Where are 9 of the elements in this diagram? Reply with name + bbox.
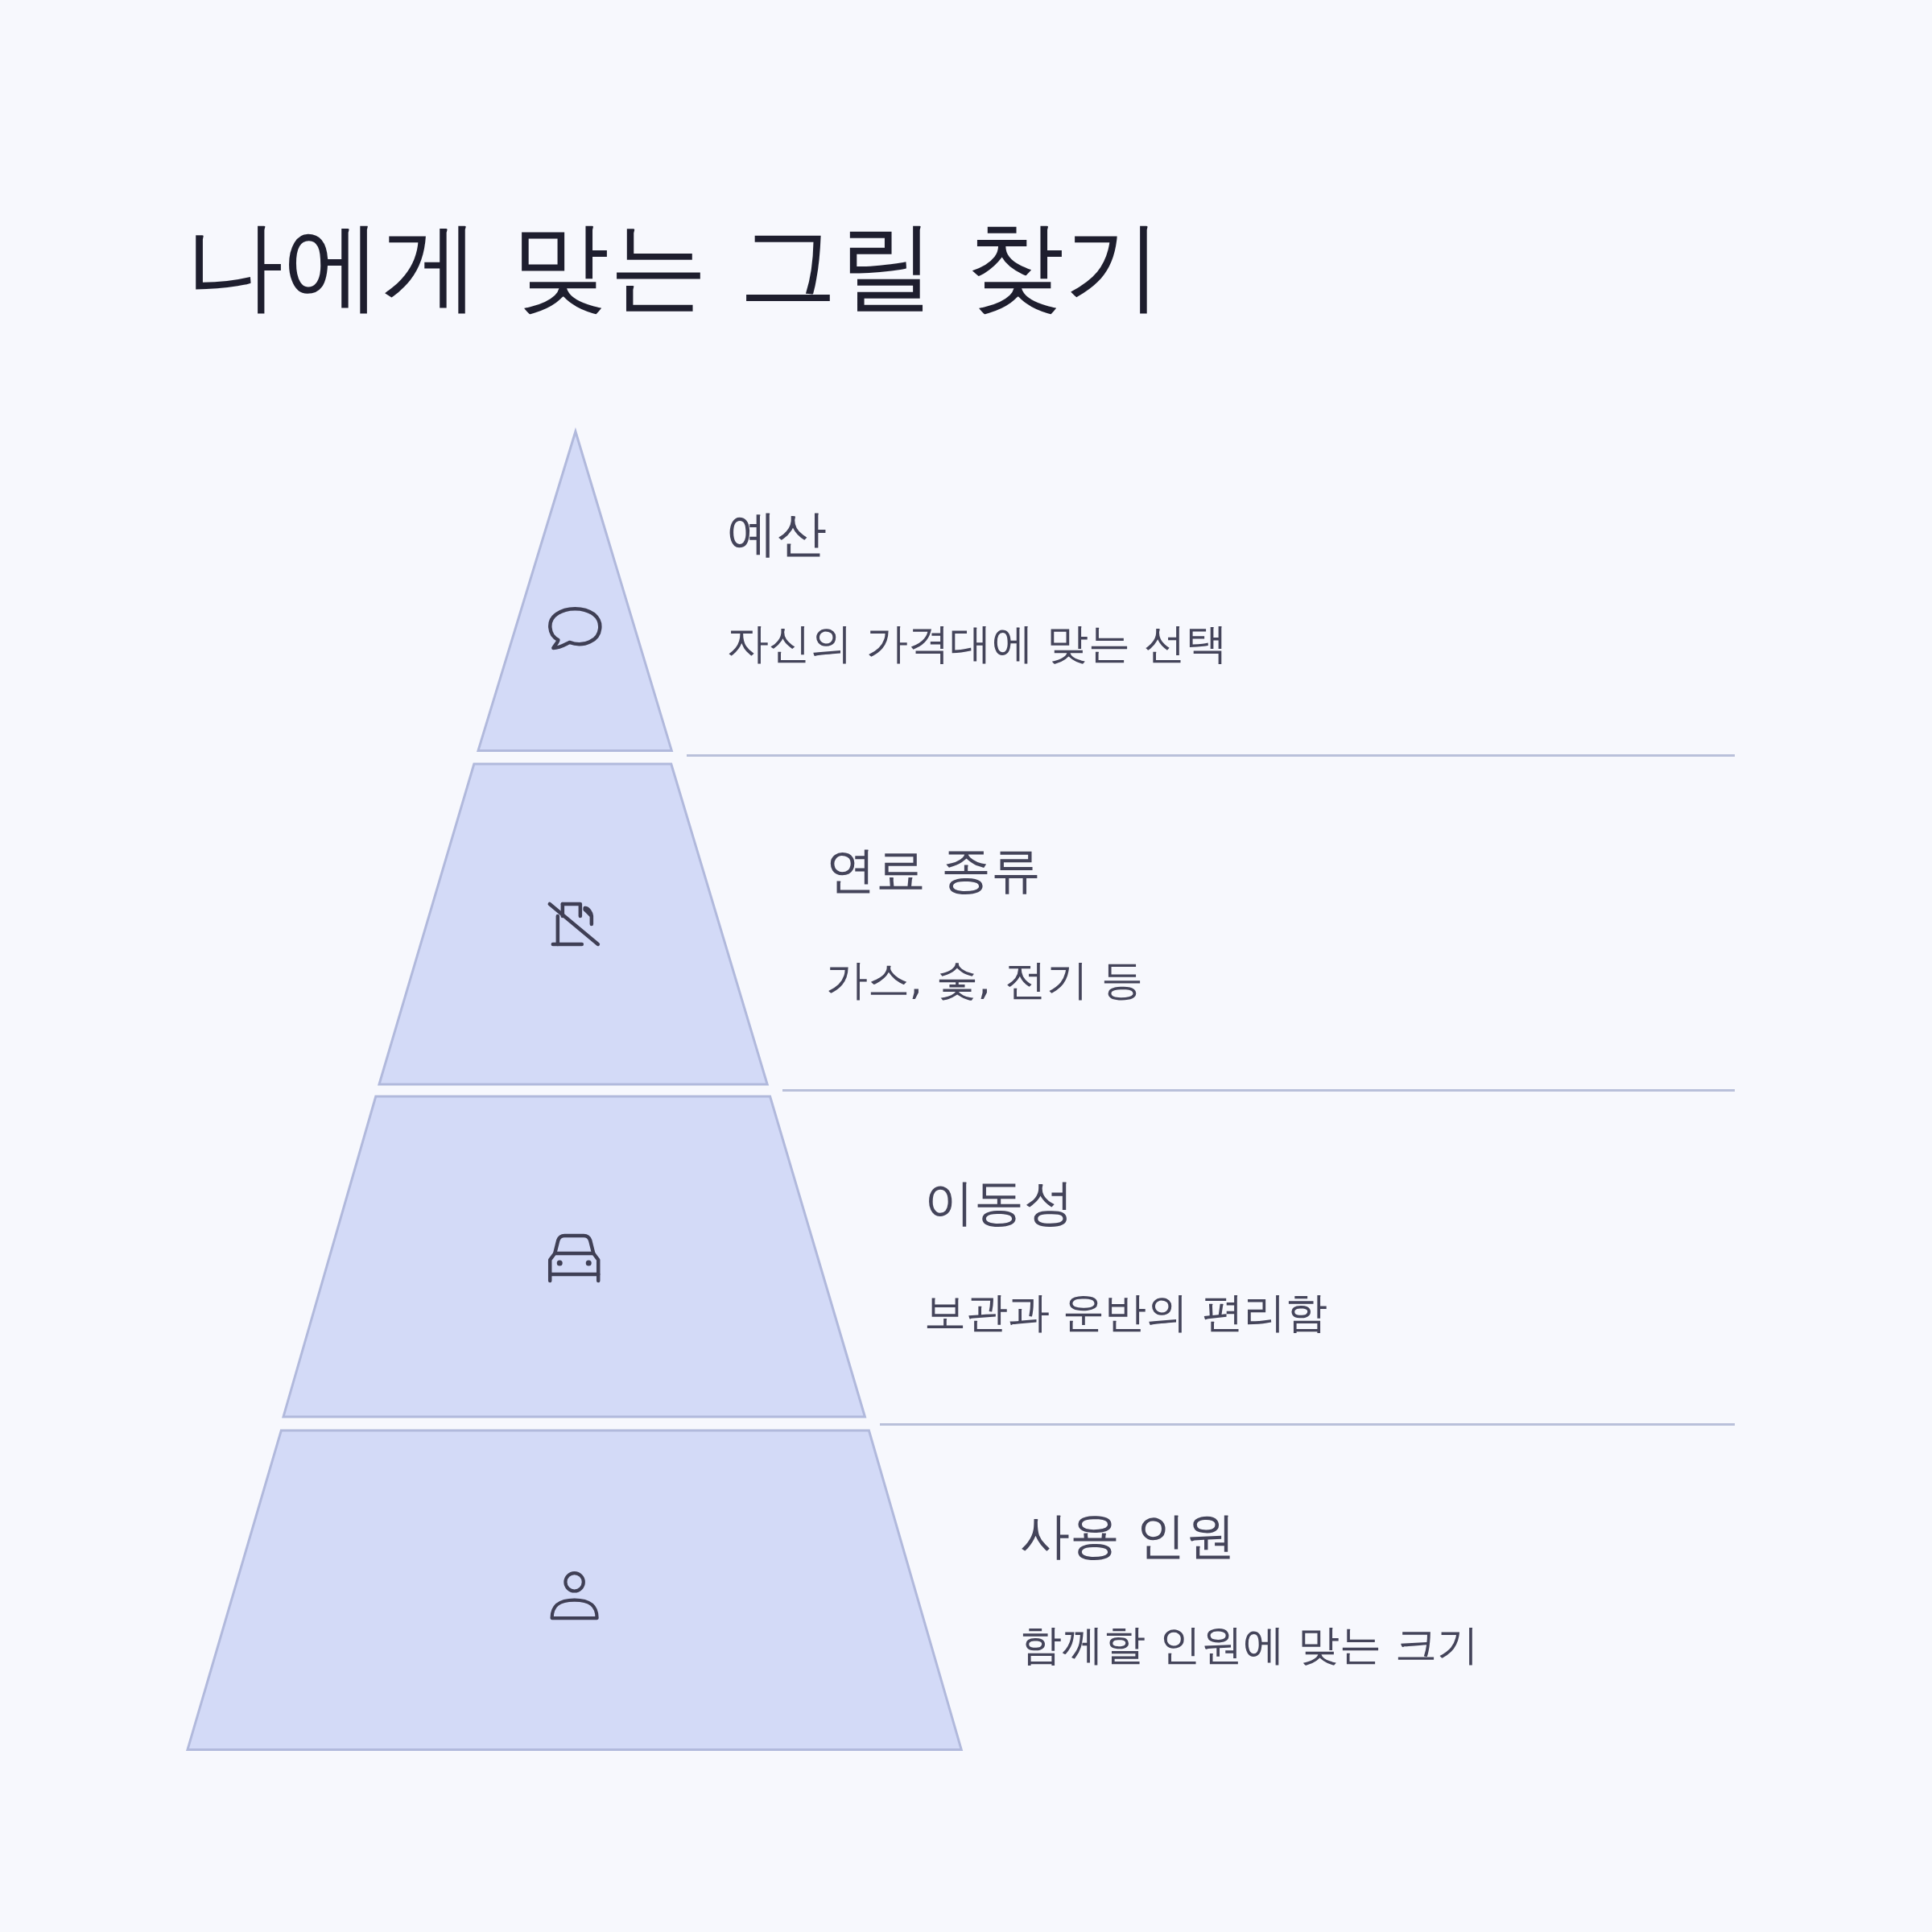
tier-description: 함께할 인원에 맞는 크기	[1020, 1620, 1479, 1671]
tier-description: 가스, 숯, 전기 등	[825, 954, 1144, 1005]
title: 나에게 맞는 그릴 찾기	[185, 208, 1163, 324]
tier-heading: 예산	[727, 503, 828, 565]
tier-heading: 사용 인원	[1020, 1505, 1236, 1567]
tier-description: 자신의 가격대에 맞는 선택	[727, 617, 1228, 669]
tier-heading: 이동성	[923, 1172, 1074, 1234]
tier-heading: 연료 종류	[825, 840, 1042, 902]
tier-description: 보관과 운반의 편리함	[923, 1287, 1327, 1339]
